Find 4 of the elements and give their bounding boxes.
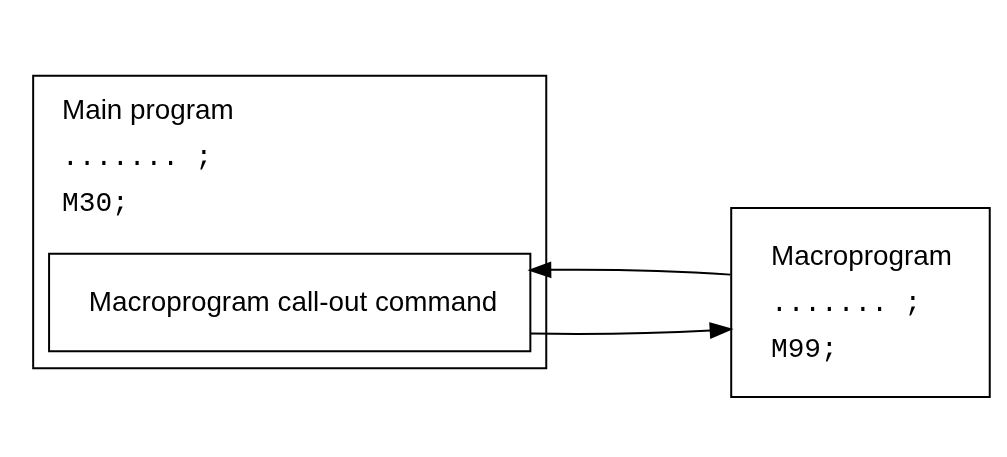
node-box: Macroprogram call-out command bbox=[48, 252, 532, 353]
node-box: Macroprogram ....... ; M99; bbox=[730, 207, 991, 399]
arrow bbox=[527, 261, 732, 279]
arrow bbox=[529, 322, 734, 339]
